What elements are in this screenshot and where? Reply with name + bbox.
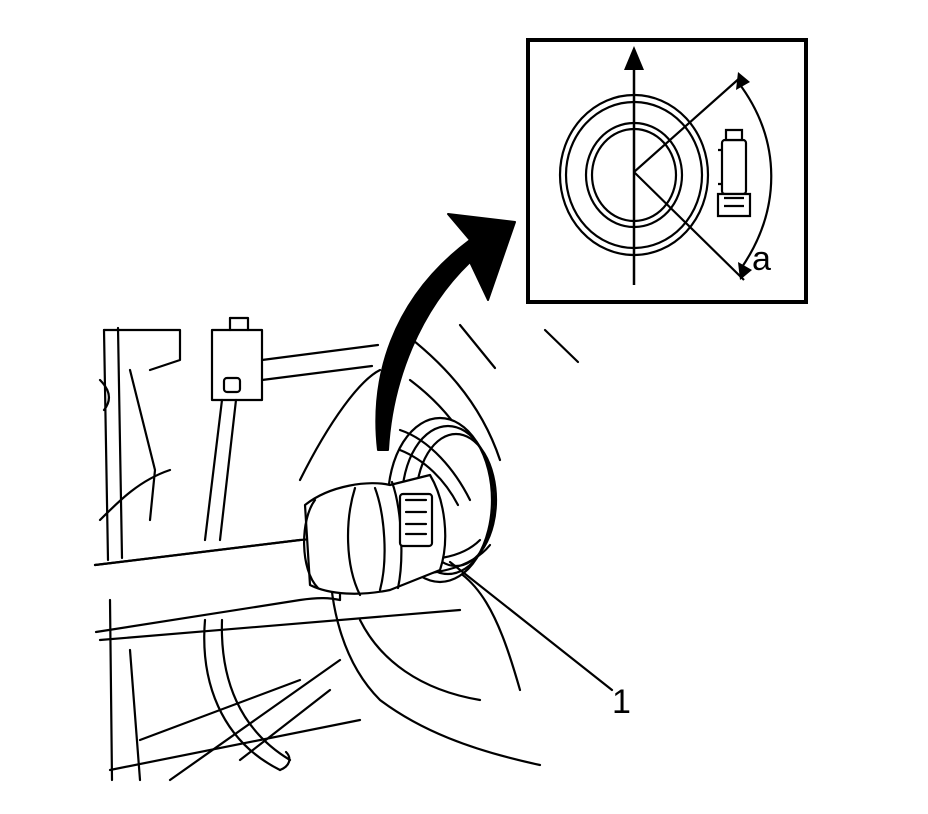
callout-1-leader	[448, 560, 614, 692]
coolant-hose	[93, 473, 447, 634]
angle-a-label: a	[752, 240, 771, 278]
callout-1-label: 1	[612, 683, 631, 721]
vehicle-frame	[98, 316, 580, 782]
rotation-arrow-icon	[375, 213, 516, 451]
detail-inset	[526, 38, 808, 304]
